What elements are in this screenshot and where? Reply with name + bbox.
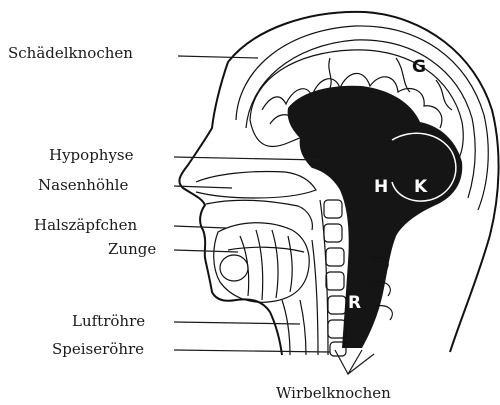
- leader-schaedelknochen: [178, 56, 258, 58]
- region-r: R: [348, 293, 361, 313]
- region-g: G: [412, 57, 426, 77]
- label-zunge: Zunge: [108, 240, 156, 258]
- label-nasenhoehle: Nasenhöhle: [38, 176, 128, 194]
- region-h: H: [374, 177, 388, 197]
- leader-wirbelknochen: [335, 350, 374, 374]
- palate: [206, 200, 312, 230]
- brainstem-black-region: [288, 86, 463, 348]
- label-luftroehre: Luftröhre: [72, 312, 145, 330]
- leader-hypophyse: [174, 157, 320, 160]
- trachea: [282, 300, 306, 355]
- region-k: K: [414, 177, 428, 197]
- leader-speiseroehre: [174, 350, 330, 352]
- hyoid-bone: [220, 255, 248, 281]
- leader-luftroehre: [174, 322, 300, 324]
- leader-halszaepfchen: [174, 226, 226, 228]
- label-schaedelknochen: Schädelknochen: [8, 44, 133, 62]
- label-halszaepfchen: Halszäpfchen: [34, 216, 137, 234]
- nasal-cavity: [196, 171, 316, 198]
- label-wirbelknochen: Wirbelknochen: [276, 384, 391, 402]
- label-hypophyse: Hypophyse: [49, 146, 134, 164]
- tongue-fibers: [228, 230, 304, 300]
- label-speiseroehre: Speiseröhre: [52, 340, 144, 358]
